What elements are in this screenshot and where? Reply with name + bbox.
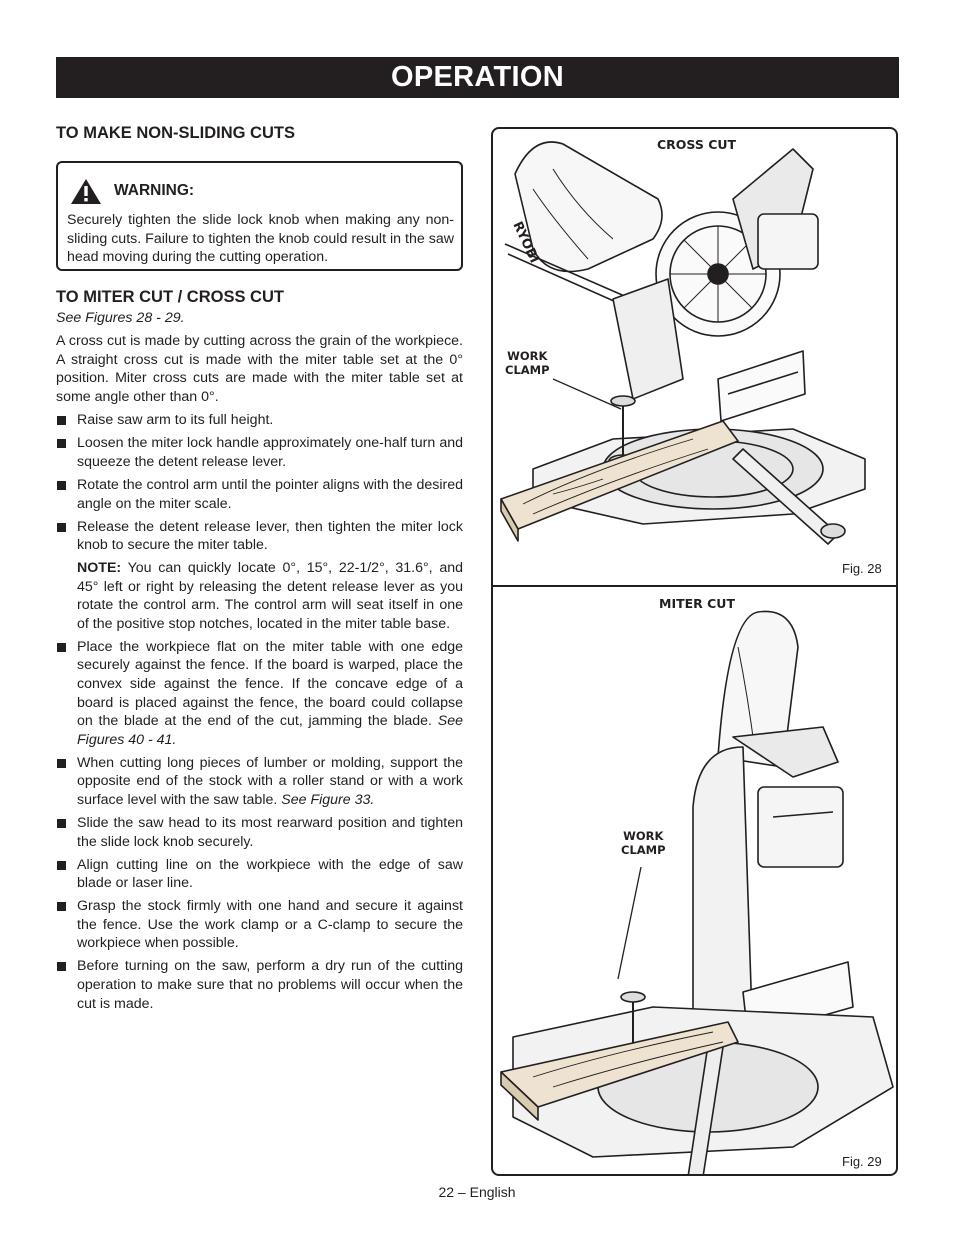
bullet-square-icon [57,818,66,828]
bullet-square-icon [57,642,66,652]
list-item: Rotate the control arm until the pointer… [56,476,463,513]
figure-divider [493,585,896,587]
non-sliding-heading-block: TO MAKE NON-SLIDING CUTS [56,123,464,143]
list-item: Slide the saw head to its most rearward … [56,814,463,851]
list-item: Grasp the stock firmly with one hand and… [56,897,463,953]
bullet-square-icon [57,480,66,490]
list-item: Before turning on the saw, perform a dry… [56,957,463,1013]
intro-paragraph: A cross cut is made by cutting across th… [56,333,463,405]
warning-title: WARNING: [114,182,195,199]
bullet-square-icon [57,758,66,768]
section-title: OPERATION [391,61,564,93]
miter-cut-saw-illustration [500,610,894,1174]
bullet-square-icon [57,902,66,912]
note-text: You can quickly locate 0°, 15°, 22-1/2°,… [77,560,464,632]
miter-heading: TO MITER CUT / CROSS CUT [56,288,284,306]
figure-ref: See Figure 33. [281,792,375,808]
warning-header: WARNING: [70,177,194,205]
fig29-work-clamp-callout: WORK CLAMP [621,829,666,857]
cross-cut-saw-illustration: RYOBI [500,141,866,545]
bullet-square-icon [57,860,66,870]
note-paragraph: NOTE: You can quickly locate 0°, 15°, 22… [56,559,463,633]
procedure-list-continued: Place the workpiece flat on the miter ta… [56,638,463,1013]
list-item: Align cutting line on the workpiece with… [56,856,463,893]
list-item: Raise saw arm to its full height. [56,411,463,430]
page-footer: 22 – English [438,1184,516,1200]
section-header: OPERATION [56,57,899,98]
fig29-title: MITER CUT [659,596,735,611]
warning-triangle-icon [70,178,102,205]
fig29-label: Fig. 29 [842,1154,882,1169]
non-sliding-heading: TO MAKE NON-SLIDING CUTS [56,124,295,142]
list-item: When cutting long pieces of lumber or mo… [56,754,463,810]
warning-box: WARNING: Securely tighten the slide lock… [56,161,463,271]
procedure-list: Raise saw arm to its full height. Loosen… [56,411,463,554]
figure-ref: See Figures 40 - 41. [77,713,463,748]
list-item: Place the workpiece flat on the miter ta… [56,638,463,750]
fig28-label: Fig. 28 [842,561,882,576]
note-label: NOTE: [77,560,122,577]
list-item: Loosen the miter lock handle approximate… [56,434,463,471]
miter-section: TO MITER CUT / CROSS CUT See Figures 28 … [56,287,463,1017]
fig28-work-clamp-callout: WORK CLAMP [505,349,550,377]
bullet-square-icon [57,416,66,426]
figure-frame: CROSS CUT [491,127,898,1176]
see-figures-ref: See Figures 28 - 29. [56,310,185,326]
warning-text: Securely tighten the slide lock knob whe… [67,212,454,266]
bullet-square-icon [57,439,66,449]
list-item: Release the detent release lever, then t… [56,518,463,555]
fig28-title: CROSS CUT [657,137,737,152]
bullet-square-icon [57,522,66,532]
bullet-square-icon [57,962,66,972]
